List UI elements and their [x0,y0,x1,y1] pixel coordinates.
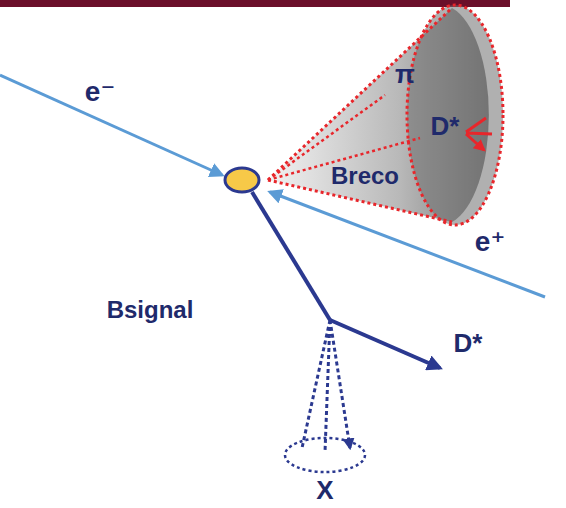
x-tracks [302,320,350,452]
particle-label: Breco [331,163,399,189]
particle-label: D* [431,112,460,141]
x-ellipse [285,438,365,472]
cone-outline [268,8,452,222]
top-band [0,0,510,7]
electron-beam [0,75,222,175]
particle-label: D* [454,329,483,358]
particle-label: X [316,476,333,505]
particle-label: Bsignal [107,297,194,323]
dstar-track [330,320,440,368]
positron-beam [270,192,545,297]
beam-label: e⁺ [475,227,505,258]
cone-rim [407,5,503,225]
beam-label: e⁻ [85,77,115,108]
cone-mouth [407,5,503,225]
particle-label: π [395,60,415,89]
bsignal-track [252,192,330,320]
d-decay-arrows [466,118,492,150]
interaction-point [225,168,259,192]
